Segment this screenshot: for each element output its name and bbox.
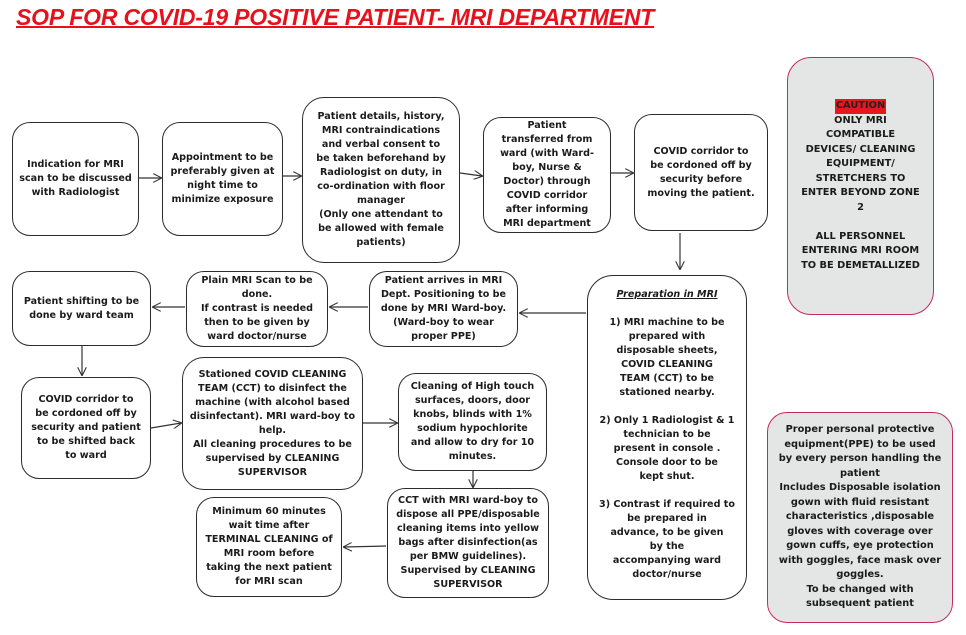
caution-tag: CAUTION [834,99,887,114]
step-high-touch: Cleaning of High touch surfaces, doors, … [398,373,547,471]
step-dispose: CCT with MRI ward-boy to dispose all PPE… [387,488,549,598]
preparation-item: 2) Only 1 Radiologist & 1 technician to … [599,415,735,482]
step-dispose-text: CCT with MRI ward-boy to dispose all PPE… [396,495,540,590]
step-transfer-text: Patient transferred from ward (with Ward… [500,120,594,229]
step-arrival: Patient arrives in MRI Dept. Positioning… [369,271,518,347]
caution-note: CAUTION ONLY MRI COMPATIBLE DEVICES/ CLE… [787,57,934,315]
step-patient-details: Patient details, history, MRI contraindi… [302,97,460,263]
arrow-details-to-transfer [459,173,482,176]
step-cct-disinfect-text: Stationed COVID CLEANING TEAM (CCT) to d… [189,368,356,478]
step-transfer: Patient transferred from ward (with Ward… [483,117,611,233]
step-appointment-text: Appointment to be preferably given at ni… [170,152,275,205]
arrow-dispose-to-wait [344,546,387,547]
ppe-note-text: Proper personal protective equipment(PPE… [778,424,942,610]
step-appointment: Appointment to be preferably given at ni… [162,122,283,236]
step-plain-scan-text: Plain MRI Scan to be done. If contrast i… [200,275,314,342]
step-corridor-before-text: COVID corridor to be cordoned off by sec… [647,145,755,199]
step-indication: Indication for MRI scan to be discussed … [12,122,139,236]
arrow-corridor-after-to-cct [150,423,181,428]
step-preparation: Preparation in MRI 1) MRI machine to be … [587,275,747,600]
step-patient-details-text: Patient details, history, MRI contraindi… [316,111,446,248]
preparation-item: 3) Contrast if required to be prepared i… [599,499,735,580]
step-shifting-text: Patient shifting to be done by ward team [23,295,140,321]
step-wait-time: Minimum 60 minutes wait time after TERMI… [196,497,342,597]
preparation-heading: Preparation in MRI [616,289,718,300]
step-high-touch-text: Cleaning of High touch surfaces, doors, … [410,381,535,462]
step-shifting: Patient shifting to be done by ward team [12,271,151,346]
step-corridor-after: COVID corridor to be cordoned off by sec… [21,377,151,479]
caution-note-text: ONLY MRI COMPATIBLE DEVICES/ CLEANING EQ… [801,114,920,271]
ppe-note: Proper personal protective equipment(PPE… [767,412,953,623]
step-corridor-after-text: COVID corridor to be cordoned off by sec… [31,394,141,461]
step-indication-text: Indication for MRI scan to be discussed … [19,159,132,198]
step-corridor-before: COVID corridor to be cordoned off by sec… [634,114,768,231]
step-wait-time-text: Minimum 60 minutes wait time after TERMI… [205,506,333,587]
step-arrival-text: Patient arrives in MRI Dept. Positioning… [380,275,507,342]
step-plain-scan: Plain MRI Scan to be done. If contrast i… [186,271,328,347]
preparation-item: 1) MRI machine to be prepared with dispo… [609,317,725,398]
step-cct-disinfect: Stationed COVID CLEANING TEAM (CCT) to d… [182,357,363,490]
page-title: SOP FOR COVID-19 POSITIVE PATIENT- MRI D… [16,4,655,30]
